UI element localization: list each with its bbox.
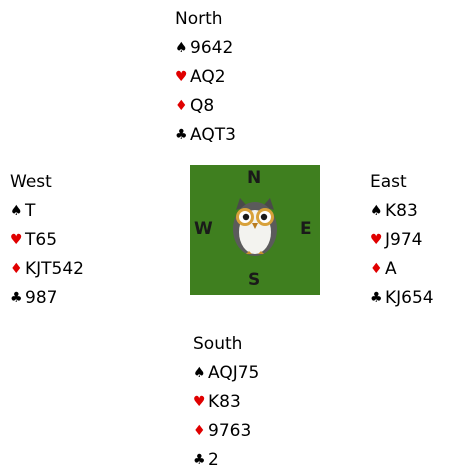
spade-icon: ♠: [370, 203, 383, 219]
compass-west-label: W: [194, 219, 213, 239]
west-hearts-row: ♥ T65: [10, 226, 84, 255]
east-hand: East ♠ K83 ♥ J974 ♦ A ♣ KJ654: [370, 168, 434, 313]
south-diamonds-cards: 9763: [208, 421, 252, 441]
north-diamonds-row: ♦ Q8: [175, 92, 236, 121]
west-diamonds-cards: KJT542: [25, 259, 84, 279]
diamond-icon: ♦: [175, 98, 188, 114]
south-spades-row: ♠ AQJ75: [193, 359, 259, 388]
east-clubs-cards: KJ654: [385, 288, 434, 308]
south-clubs-row: ♣ 2: [193, 446, 259, 475]
diamond-icon: ♦: [10, 261, 23, 277]
north-clubs-row: ♣ AQT3: [175, 121, 236, 150]
west-clubs-row: ♣ 987: [10, 284, 84, 313]
diamond-icon: ♦: [370, 261, 383, 277]
east-spades-cards: K83: [385, 201, 418, 221]
west-spades-row: ♠ T: [10, 197, 84, 226]
east-clubs-row: ♣ KJ654: [370, 284, 434, 313]
heart-icon: ♥: [175, 69, 188, 85]
west-spades-cards: T: [25, 201, 36, 221]
south-hand: South ♠ AQJ75 ♥ K83 ♦ 9763 ♣ 2: [193, 330, 259, 475]
south-clubs-cards: 2: [208, 450, 219, 470]
east-hearts-row: ♥ J974: [370, 226, 434, 255]
south-label: South: [193, 334, 243, 354]
spade-icon: ♠: [10, 203, 23, 219]
north-label: North: [175, 9, 223, 29]
east-spades-row: ♠ K83: [370, 197, 434, 226]
club-icon: ♣: [370, 290, 383, 306]
club-icon: ♣: [175, 127, 188, 143]
owl-icon: [233, 198, 277, 256]
south-hearts-cards: K83: [208, 392, 241, 412]
heart-icon: ♥: [10, 232, 23, 248]
heart-icon: ♥: [193, 394, 206, 410]
spade-icon: ♠: [193, 365, 206, 381]
south-hearts-row: ♥ K83: [193, 388, 259, 417]
compass-board: N W E S: [190, 165, 320, 295]
heart-icon: ♥: [370, 232, 383, 248]
diamond-icon: ♦: [193, 423, 206, 439]
east-hearts-cards: J974: [385, 230, 423, 250]
north-diamonds-cards: Q8: [190, 96, 215, 116]
north-hand: North ♠ 9642 ♥ AQ2 ♦ Q8 ♣ AQT3: [175, 5, 236, 150]
east-diamonds-row: ♦ A: [370, 255, 434, 284]
south-diamonds-row: ♦ 9763: [193, 417, 259, 446]
west-diamonds-row: ♦ KJT542: [10, 255, 84, 284]
east-label: East: [370, 172, 407, 192]
club-icon: ♣: [10, 290, 23, 306]
north-hearts-cards: AQ2: [190, 67, 226, 87]
north-clubs-cards: AQT3: [190, 125, 236, 145]
compass-east-label: E: [300, 219, 312, 239]
west-hearts-cards: T65: [25, 230, 58, 250]
spade-icon: ♠: [175, 40, 188, 56]
club-icon: ♣: [193, 452, 206, 468]
compass-south-label: S: [248, 270, 261, 290]
south-spades-cards: AQJ75: [208, 363, 260, 383]
west-hand: West ♠ T ♥ T65 ♦ KJT542 ♣ 987: [10, 168, 84, 313]
compass-north-label: N: [247, 168, 262, 188]
east-diamonds-cards: A: [385, 259, 397, 279]
west-clubs-cards: 987: [25, 288, 58, 308]
north-spades-cards: 9642: [190, 38, 234, 58]
north-spades-row: ♠ 9642: [175, 34, 236, 63]
north-hearts-row: ♥ AQ2: [175, 63, 236, 92]
west-label: West: [10, 172, 52, 192]
